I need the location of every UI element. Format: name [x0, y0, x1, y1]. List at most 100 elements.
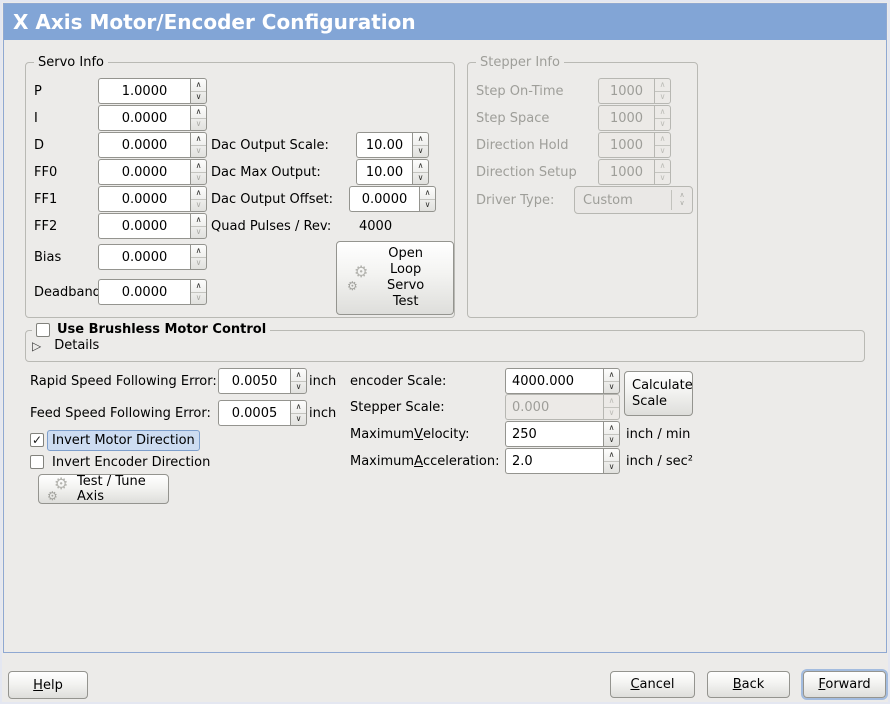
spin-up-icon[interactable]: ∧ [191, 160, 206, 173]
back-button[interactable]: Back [707, 671, 790, 698]
cancel-button[interactable]: Cancel [610, 671, 695, 698]
ff2-stepper[interactable]: ∧ ∨ [190, 213, 207, 239]
spin-down-icon[interactable]: ∨ [608, 435, 615, 445]
details-expander[interactable]: ▷ Details [32, 338, 99, 353]
feed-following-error-value[interactable]: 0.0005 [218, 400, 290, 426]
spin-up-icon[interactable]: ∧ [191, 133, 206, 146]
max-velocity-stepper[interactable]: ∧ ∨ [603, 421, 620, 447]
spin-up-icon[interactable]: ∧ [191, 79, 206, 92]
p-value[interactable]: 1.0000 [98, 78, 190, 104]
invert-encoder-direction-checkbox[interactable] [30, 455, 44, 469]
spin-down-icon[interactable]: ∨ [195, 200, 202, 210]
ff2-spinbox[interactable]: 0.0000 ∧ ∨ [98, 213, 207, 239]
bias-stepper[interactable]: ∧ ∨ [190, 244, 207, 270]
spin-down-icon[interactable]: ∨ [195, 119, 202, 129]
spin-up-icon[interactable]: ∧ [291, 369, 306, 382]
i-value[interactable]: 0.0000 [98, 105, 190, 131]
dac-output-offset-spinbox[interactable]: 0.0000 ∧ ∨ [349, 186, 436, 212]
dac-output-offset-stepper[interactable]: ∧ ∨ [419, 186, 436, 212]
deadband-stepper[interactable]: ∧ ∨ [190, 279, 207, 305]
spin-down-icon[interactable]: ∨ [424, 200, 431, 210]
spin-down-icon[interactable]: ∨ [608, 382, 615, 392]
deadband-value[interactable]: 0.0000 [98, 279, 190, 305]
ff2-value[interactable]: 0.0000 [98, 213, 190, 239]
spin-up-icon[interactable]: ∧ [191, 280, 206, 293]
feed-following-error-label: Feed Speed Following Error: [30, 405, 211, 421]
ff1-stepper[interactable]: ∧ ∨ [190, 186, 207, 212]
spin-down-icon[interactable]: ∨ [195, 293, 202, 303]
ff0-stepper[interactable]: ∧ ∨ [190, 159, 207, 185]
max-acceleration-value[interactable]: 2.0 [505, 448, 603, 474]
spin-down-icon[interactable]: ∨ [195, 258, 202, 268]
dac-output-scale-spinbox[interactable]: 10.00 ∧ ∨ [356, 132, 429, 158]
spin-down-icon[interactable]: ∨ [195, 173, 202, 183]
spin-down-icon[interactable]: ∨ [608, 462, 615, 472]
spin-down-icon[interactable]: ∨ [195, 92, 202, 102]
ff0-spinbox[interactable]: 0.0000 ∧ ∨ [98, 159, 207, 185]
spin-up-icon[interactable]: ∧ [291, 401, 306, 414]
ff1-value[interactable]: 0.0000 [98, 186, 190, 212]
spin-up-icon[interactable]: ∧ [191, 245, 206, 258]
calculate-scale-button[interactable]: Calculate Scale [624, 371, 693, 416]
invert-motor-direction-checkbox[interactable]: ✓ [30, 433, 44, 447]
bias-value[interactable]: 0.0000 [98, 244, 190, 270]
max-velocity-value[interactable]: 250 [505, 421, 603, 447]
d-value[interactable]: 0.0000 [98, 132, 190, 158]
i-spinbox[interactable]: 0.0000 ∧ ∨ [98, 105, 207, 131]
spin-down-icon[interactable]: ∨ [417, 173, 424, 183]
dac-max-output-value[interactable]: 10.00 [356, 159, 412, 185]
spin-up-icon[interactable]: ∧ [604, 369, 619, 382]
dac-max-output-spinbox[interactable]: 10.00 ∧ ∨ [356, 159, 429, 185]
direction-setup-label: Direction Setup [476, 164, 577, 180]
encoder-scale-stepper[interactable]: ∧ ∨ [603, 368, 620, 394]
spin-up-icon[interactable]: ∧ [604, 449, 619, 462]
spin-up-icon[interactable]: ∧ [413, 133, 428, 146]
d-spinbox[interactable]: 0.0000 ∧ ∨ [98, 132, 207, 158]
rapid-following-error-spinbox[interactable]: 0.0050 ∧ ∨ [218, 368, 307, 394]
invert-encoder-direction-label[interactable]: Invert Encoder Direction [52, 455, 211, 470]
deadband-spinbox[interactable]: 0.0000 ∧ ∨ [98, 279, 207, 305]
spin-up-icon[interactable]: ∧ [420, 187, 435, 200]
p-spinbox[interactable]: 1.0000 ∧ ∨ [98, 78, 207, 104]
dac-output-scale-stepper[interactable]: ∧ ∨ [412, 132, 429, 158]
spin-up-icon[interactable]: ∧ [191, 106, 206, 119]
spin-down-icon[interactable]: ∨ [295, 414, 302, 424]
combo-chevrons-icon: ∧ ∨ [679, 191, 685, 207]
test-tune-axis-button[interactable]: ⚙ ⚙ Test / Tune Axis [38, 474, 169, 504]
spin-down-icon[interactable]: ∨ [195, 227, 202, 237]
i-stepper[interactable]: ∧ ∨ [190, 105, 207, 131]
spin-down-icon: ∨ [659, 92, 666, 102]
spin-down-icon[interactable]: ∨ [195, 146, 202, 156]
dac-output-offset-value[interactable]: 0.0000 [349, 186, 419, 212]
expander-arrow-icon[interactable]: ▷ [32, 338, 42, 353]
dac-max-output-stepper[interactable]: ∧ ∨ [412, 159, 429, 185]
max-acceleration-stepper[interactable]: ∧ ∨ [603, 448, 620, 474]
feed-following-error-stepper[interactable]: ∧ ∨ [290, 400, 307, 426]
spin-up-icon[interactable]: ∧ [413, 160, 428, 173]
bias-spinbox[interactable]: 0.0000 ∧ ∨ [98, 244, 207, 270]
rapid-following-error-stepper[interactable]: ∧ ∨ [290, 368, 307, 394]
p-stepper[interactable]: ∧ ∨ [190, 78, 207, 104]
spin-up-icon[interactable]: ∧ [604, 422, 619, 435]
invert-motor-direction-label[interactable]: Invert Motor Direction [47, 430, 200, 451]
forward-button[interactable]: Forward [803, 671, 886, 698]
rapid-following-error-value[interactable]: 0.0050 [218, 368, 290, 394]
ff1-spinbox[interactable]: 0.0000 ∧ ∨ [98, 186, 207, 212]
encoder-scale-value[interactable]: 4000.000 [505, 368, 603, 394]
spin-up-icon[interactable]: ∧ [191, 214, 206, 227]
d-stepper[interactable]: ∧ ∨ [190, 132, 207, 158]
help-button[interactable]: Help [8, 671, 88, 699]
encoder-scale-spinbox[interactable]: 4000.000 ∧ ∨ [505, 368, 620, 394]
ff0-value[interactable]: 0.0000 [98, 159, 190, 185]
step-space-spinbox: 1000 ∧ ∨ [598, 105, 671, 131]
spin-down-icon[interactable]: ∨ [417, 146, 424, 156]
spin-down-icon[interactable]: ∨ [295, 382, 302, 392]
dac-output-scale-value[interactable]: 10.00 [356, 132, 412, 158]
brushless-checkbox[interactable] [36, 322, 50, 337]
feed-following-error-spinbox[interactable]: 0.0005 ∧ ∨ [218, 400, 307, 426]
open-loop-servo-test-button[interactable]: ⚙ ⚙ Open Loop Servo Test [336, 241, 454, 315]
spin-up-icon[interactable]: ∧ [191, 187, 206, 200]
max-acceleration-spinbox[interactable]: 2.0 ∧ ∨ [505, 448, 620, 474]
max-velocity-spinbox[interactable]: 250 ∧ ∨ [505, 421, 620, 447]
